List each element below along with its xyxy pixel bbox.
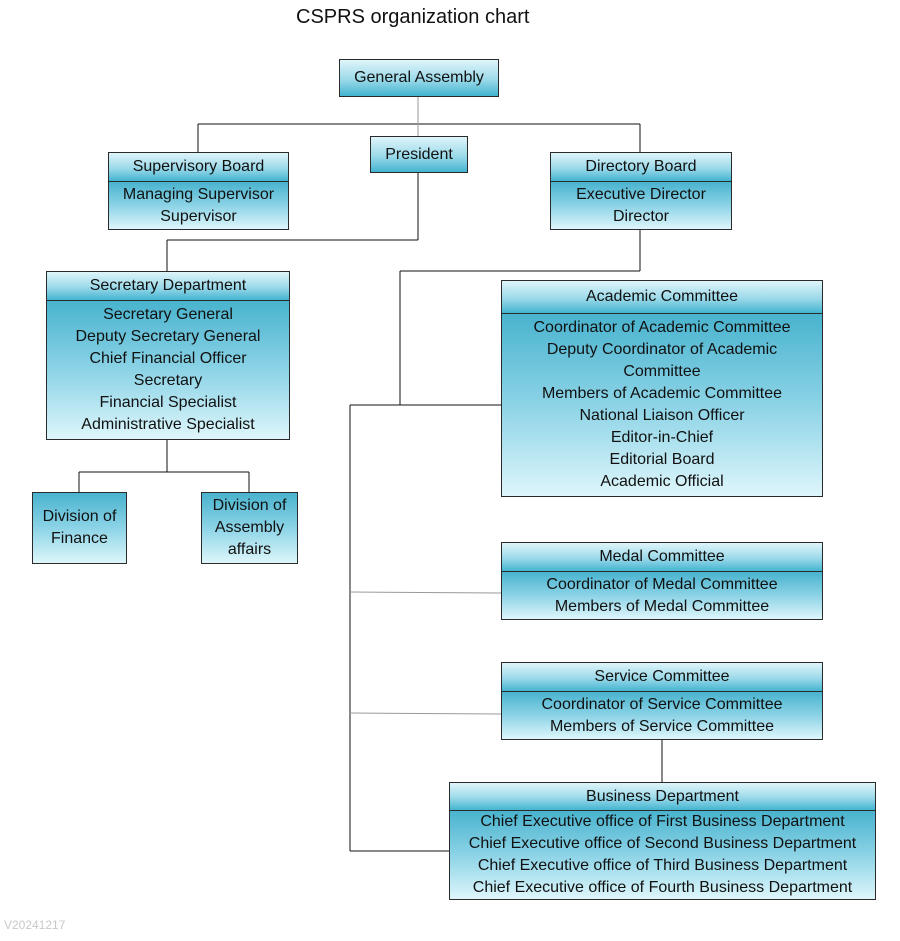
member-line: Executive Director bbox=[576, 185, 706, 203]
directory-board-members: Executive Director Director bbox=[551, 182, 731, 229]
member-line: Committee bbox=[623, 363, 701, 380]
chart-title: CSPRS organization chart bbox=[296, 6, 530, 28]
member-line: Director bbox=[612, 207, 669, 225]
member-line: Chief Executive office of Third Business… bbox=[477, 857, 848, 874]
division-assembly-line: Division of bbox=[212, 497, 287, 514]
member-line: Secretary General bbox=[103, 306, 233, 323]
member-line: Administrative Specialist bbox=[81, 416, 255, 433]
service-committee-box: Service Committee Coordinator of Service… bbox=[501, 662, 823, 740]
member-line: Coordinator of Academic Committee bbox=[533, 319, 791, 336]
directory-board-box: Directory Board Executive Director Direc… bbox=[550, 152, 732, 230]
member-line: Deputy Coordinator of Academic bbox=[546, 341, 778, 358]
member-line: Financial Specialist bbox=[99, 394, 237, 411]
member-line: Editorial Board bbox=[609, 451, 715, 468]
member-line: Academic Official bbox=[600, 473, 724, 490]
member-line: Members of Academic Committee bbox=[541, 385, 783, 402]
directory-board-head: Directory Board bbox=[551, 153, 731, 182]
member-line: Chief Executive office of Fourth Busines… bbox=[472, 879, 853, 896]
member-line: Members of Service Committee bbox=[549, 717, 775, 735]
general-assembly-label: General Assembly bbox=[354, 69, 484, 86]
supervisory-board-box: Supervisory Board Managing Supervisor Su… bbox=[108, 152, 289, 230]
secretary-department-box: Secretary Department Secretary General D… bbox=[46, 271, 290, 440]
member-line: Secretary bbox=[133, 372, 203, 389]
academic-committee-box: Academic Committee Coordinator of Academ… bbox=[501, 280, 823, 497]
member-line: Supervisor bbox=[160, 207, 237, 225]
division-finance-line: Division of bbox=[42, 508, 117, 525]
member-line: Managing Supervisor bbox=[122, 185, 275, 203]
member-line: Editor-in-Chief bbox=[610, 429, 714, 446]
medal-committee-head: Medal Committee bbox=[502, 543, 822, 572]
supervisory-board-members: Managing Supervisor Supervisor bbox=[109, 182, 288, 229]
member-line: Members of Medal Committee bbox=[554, 597, 770, 615]
secretary-department-members: Secretary General Deputy Secretary Gener… bbox=[47, 301, 289, 439]
member-line: Coordinator of Service Committee bbox=[541, 695, 783, 713]
president-box: President bbox=[370, 136, 468, 173]
member-line: Chief Executive office of Second Busines… bbox=[468, 835, 857, 852]
business-department-box: Business Department Chief Executive offi… bbox=[449, 782, 876, 900]
division-finance-box: Division of Finance bbox=[32, 492, 127, 564]
member-line: Deputy Secretary General bbox=[75, 328, 261, 345]
division-assembly-line: affairs bbox=[227, 541, 272, 558]
member-line: Chief Executive office of First Business… bbox=[480, 813, 845, 830]
member-line: Coordinator of Medal Committee bbox=[546, 575, 778, 593]
secretary-department-head: Secretary Department bbox=[47, 272, 289, 301]
division-finance-line: Finance bbox=[51, 530, 108, 547]
medal-committee-box: Medal Committee Coordinator of Medal Com… bbox=[501, 542, 823, 620]
academic-committee-members: Coordinator of Academic Committee Deputy… bbox=[502, 314, 822, 496]
supervisory-board-head: Supervisory Board bbox=[109, 153, 288, 182]
business-department-members: Chief Executive office of First Business… bbox=[450, 811, 875, 899]
general-assembly-box: General Assembly bbox=[339, 59, 499, 97]
president-label: President bbox=[385, 145, 453, 163]
service-committee-members: Coordinator of Service Committee Members… bbox=[502, 692, 822, 739]
division-assembly-box: Division of Assembly affairs bbox=[201, 492, 298, 564]
member-line: National Liaison Officer bbox=[579, 407, 745, 424]
division-assembly-line: Assembly bbox=[214, 519, 285, 536]
service-committee-head: Service Committee bbox=[502, 663, 822, 692]
member-line: Chief Financial Officer bbox=[89, 350, 247, 367]
academic-committee-head: Academic Committee bbox=[502, 281, 822, 314]
version-label: V20241217 bbox=[4, 918, 66, 932]
medal-committee-members: Coordinator of Medal Committee Members o… bbox=[502, 572, 822, 619]
business-department-head: Business Department bbox=[450, 783, 875, 811]
